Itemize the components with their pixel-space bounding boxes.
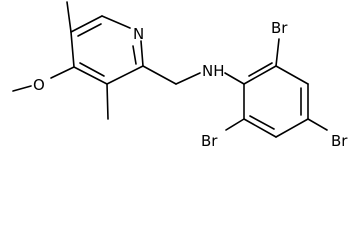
bond-c3-c4-inner <box>79 62 105 77</box>
bromine-top-label: Br <box>271 19 288 37</box>
bond-c2-c3 <box>106 65 144 85</box>
bromophenyl-ring <box>224 62 309 138</box>
bond-c6-c5-inner <box>77 23 102 37</box>
pyridine-nitrogen-label: N <box>133 25 144 43</box>
bond-c3-c4 <box>73 66 108 85</box>
pyridine-ring <box>70 15 144 85</box>
bond-n1-c2-inner <box>132 45 137 65</box>
bond-c1-c2-inner <box>248 62 273 77</box>
ch2-bond-nh <box>175 72 201 85</box>
bond-c1-c2 <box>243 65 277 85</box>
br-bond-top <box>275 38 280 67</box>
bond-n1-c2 <box>140 40 144 67</box>
methoxy-bond-c4-o <box>50 66 75 79</box>
chemical-structure-diagram: N O NH Br Br Br <box>12 1 348 150</box>
atom-labels: N O NH Br Br Br <box>33 19 348 150</box>
bromine-left-label: Br <box>201 132 218 150</box>
bromine-bonds <box>225 38 328 131</box>
bond-c5-c6 <box>70 15 103 33</box>
bromine-right-label: Br <box>331 132 348 150</box>
bond-c4-c5 <box>70 31 75 68</box>
br-bond-right <box>307 118 328 131</box>
bond-c2-c3 <box>275 65 309 85</box>
methoxy-bond-o-ch3 <box>12 85 32 92</box>
ch2-bond-c2 <box>142 65 177 85</box>
bond-c5-c6-inner <box>249 115 275 130</box>
bond-c4-c5 <box>275 118 309 138</box>
bond-nh-c1 <box>224 72 245 85</box>
methyl-bond-c5 <box>66 1 72 33</box>
bond-c5-c6 <box>243 118 277 138</box>
methyl-bond-c3 <box>106 83 109 120</box>
amine-nh-label: NH <box>202 62 225 80</box>
bond-c6-n1 <box>101 15 131 29</box>
pyridine-substituents <box>12 1 201 120</box>
methoxy-oxygen-label: O <box>33 76 45 94</box>
br-bond-left <box>225 118 245 131</box>
